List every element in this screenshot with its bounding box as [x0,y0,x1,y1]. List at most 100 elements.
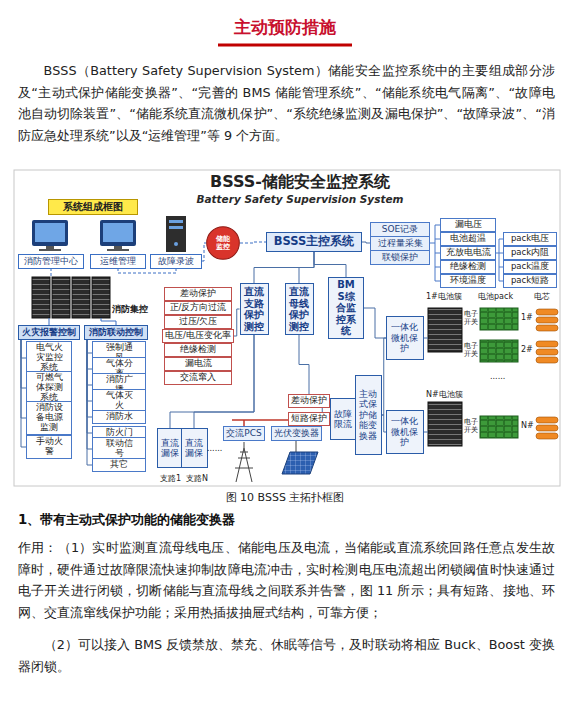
relay-box: 一体化微机保护 [386,410,424,454]
pylon-icon [235,442,253,482]
protection-box: 电压/电压变化率 [162,329,234,343]
label-box: 运维管理 [90,254,146,269]
connector [202,243,206,261]
page-title: 主动预防措施 [234,16,336,39]
info-box: 过程量采集 [370,236,430,251]
figure-frame [14,170,560,486]
node-text: pack内阻 [511,248,549,258]
node-text: 系统组成框图 [63,201,123,213]
fire-control-box: 消防联动控制 [84,325,148,340]
node-text: 直流漏保 [160,438,181,459]
cluster-name: N#电池簇 [426,390,463,399]
node-text: 漏电压 [455,220,482,230]
connector [362,242,370,243]
node-text: 消防水 [102,412,137,422]
index-number: 1# [521,313,533,322]
node-text: 其它 [102,460,137,470]
node-text: 差动保护 [291,396,327,406]
info-box: 联锁保护 [370,250,430,265]
ellipsis: ...... [207,444,222,453]
node-text: 正/反方向过流 [170,303,227,313]
connector [240,242,266,243]
node-text: BMS综合监控系统 [335,279,358,337]
index-number: 2# [521,345,533,354]
signal-bracket [430,225,503,281]
protection-box: 漏电流 [164,357,232,371]
index-number: N# [521,421,534,430]
node-text: 绝缘检测 [180,345,216,355]
branch-name: 支路N [186,474,208,483]
protection-box: 正/反方向过流 [164,301,232,315]
node-text: 联锁保护 [382,252,418,262]
ellipsis: ...... [490,372,505,381]
signal-box: pack电压 [503,232,557,246]
fire-item-box: 可燃气体探测系统 [26,371,72,405]
device-box: 主动式保护储能变换器 [355,375,382,455]
node-text: pack短路 [511,276,549,286]
node-text: 过程量采集 [378,238,423,248]
signal-box: pack温度 [503,260,557,274]
connector [364,308,386,338]
node-text: 手动火警 [32,437,67,457]
node-text: 可燃气体探测系统 [32,373,67,402]
title-underline [218,44,352,47]
node-text: 电池超温 [450,234,486,244]
tag-box: 系统组成框图 [48,199,138,215]
diagram-subheading: Battery Safety Supervision System [196,193,403,205]
monitor-box: 直流母线保护测控 [285,283,314,335]
node-text: 电压/电压变化率 [165,331,231,341]
fire-item-box: 消防水 [92,410,146,424]
node-text: 联动信号 [102,439,137,459]
signal-box: 充放电电流 [440,246,496,260]
node-text: 储能监控 [215,235,230,251]
signal-box: 电池超温 [440,232,496,246]
fire-control-box: 火灾报警控制 [18,325,80,340]
protection-box: 差动保护 [288,394,330,408]
node-text: pack电压 [511,234,549,244]
status-circle: 储能监控 [206,226,240,260]
network-line [51,268,176,276]
node-text: 气体灭火 [102,391,137,411]
switch-label: 电子开关 [464,343,479,358]
node-text: pack温度 [511,262,549,272]
node-text: 环境温度 [450,276,486,286]
node-text: 运维管理 [100,256,136,266]
label-box: 故障录波 [150,254,202,269]
node-text: 过压/欠压 [179,317,218,327]
connector [170,335,254,428]
connector [299,335,309,394]
fire-item-box: 其它 [92,458,146,472]
protection-box: 交流窜入 [164,371,232,385]
monitor-box: BMS综合监控系统 [328,277,364,339]
switch-label: 电子开关 [464,419,479,434]
node-text: SOE记录 [382,224,418,234]
protection-box: 短路保护 [288,412,330,426]
node-text: 差动保护 [180,289,216,299]
fire-item-box: 消防设备电源监测 [26,401,72,435]
info-box: 交流PCS [223,426,265,441]
node-text: 直流支路保护测控 [243,286,266,332]
figure-caption: 图 10 BSSS 主拓扑框图 [226,490,345,505]
protection-box: 差动保护 [164,287,232,301]
solar-panel [282,452,318,474]
fire-item-box: 手动火警 [26,435,72,459]
signal-box: pack内阻 [503,246,557,260]
node-text: 一体化微机保护 [391,416,419,447]
signal-box: 绝缘检测 [440,260,496,274]
computer-icons [32,216,186,252]
server-racks [32,277,110,318]
group-name: 消防集控 [112,304,148,314]
node-text: 绝缘检测 [450,262,486,272]
node-text: BSSS主控系统 [274,235,355,248]
node-text: 火灾报警控制 [22,327,76,337]
node-text: 短路保护 [291,414,327,424]
battery-cluster [424,308,462,446]
relay-box: 一体化微机保护 [386,316,424,360]
connector [254,252,314,283]
column-header: 1#电池簇 [426,292,462,301]
monitor-box: 直流支路保护测控 [240,283,269,335]
node-text: 电气火灾监控系统 [32,343,67,372]
column-header: 电池pack [478,292,513,301]
pv-link [296,440,297,452]
